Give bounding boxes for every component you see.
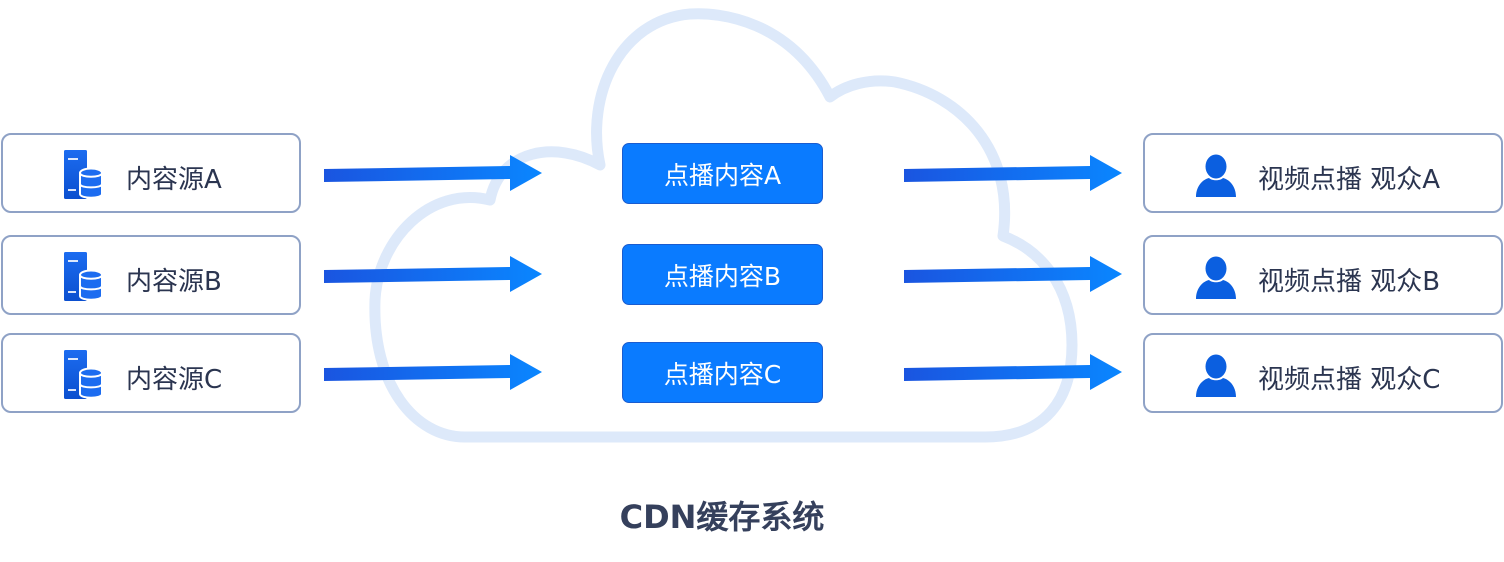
viewer-label: 视频点播 观众C [1258,365,1441,395]
user-icon [1195,256,1237,304]
server-database-icon [61,149,105,205]
arrow-right-icon [904,354,1122,390]
vod-content-a: 点播内容A [622,143,823,204]
arrow-right-icon [324,354,542,390]
viewer-label: 视频点播 观众A [1258,165,1441,195]
vod-content-b: 点播内容B [622,244,823,305]
vod-content-c: 点播内容C [622,342,823,403]
arrow-right-icon [904,256,1122,292]
arrow-right-icon [904,155,1122,191]
source-box-a: 内容源A [1,133,301,213]
source-label: 内容源B [126,267,222,297]
viewer-box-b: 视频点播 观众B [1143,235,1503,315]
viewer-box-a: 视频点播 观众A [1143,133,1503,213]
cdn-caption: CDN缓存系统 [619,498,825,536]
source-label: 内容源A [126,165,222,195]
server-database-icon [61,349,105,405]
arrow-right-icon [324,155,542,191]
user-icon [1195,154,1237,202]
viewer-box-c: 视频点播 观众C [1143,333,1503,413]
viewer-label: 视频点播 观众B [1258,267,1441,297]
source-label: 内容源C [126,365,223,395]
source-box-b: 内容源B [1,235,301,315]
server-database-icon [61,251,105,307]
user-icon [1195,354,1237,402]
source-box-c: 内容源C [1,333,301,413]
arrow-right-icon [324,256,542,292]
